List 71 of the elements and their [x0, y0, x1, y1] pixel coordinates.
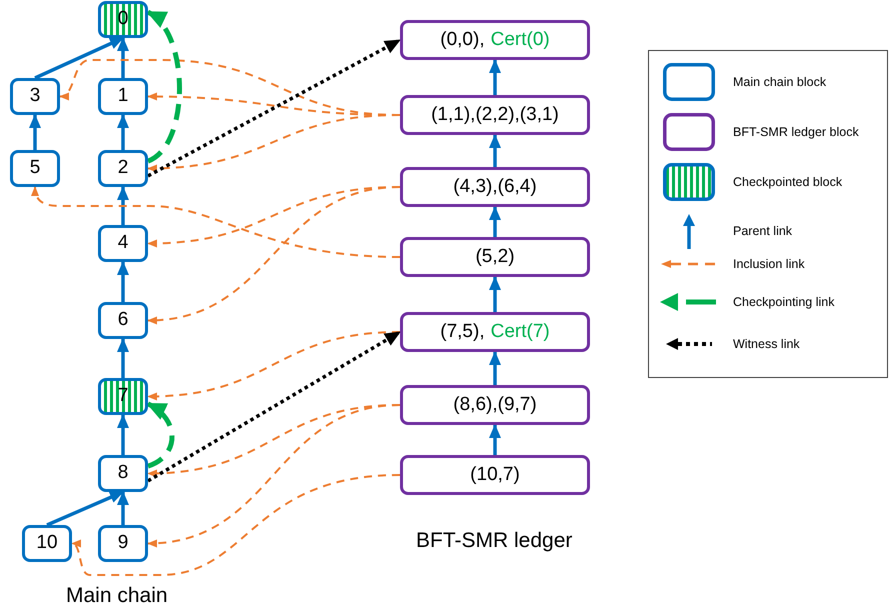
parent-arrow [489, 206, 501, 237]
ledger-block [400, 20, 590, 60]
block-label: 2 [118, 156, 128, 180]
checkpointed-block [98, 378, 148, 415]
block-label: Cert(7) [490, 320, 550, 344]
parent-arrow [34, 36, 124, 80]
parent-arrow [489, 351, 501, 385]
ledger-block [400, 167, 590, 207]
parent-arrow [117, 491, 129, 525]
block-label: (4,3),(6,4) [453, 174, 537, 199]
parent-arrow [489, 59, 501, 95]
inclusion-arrow [147, 114, 400, 172]
legend-label: Checkpointed block [733, 174, 842, 191]
parent-arrow [489, 276, 501, 312]
checkpoint-arrow [146, 402, 174, 468]
block-label: 6 [118, 308, 128, 332]
chain-block [98, 302, 148, 339]
legend-label: BFT-SMR ledger block [733, 124, 859, 141]
ledger-block [400, 237, 590, 277]
ledger-block [400, 385, 590, 425]
parent-arrow [117, 261, 129, 302]
chain-block [10, 78, 60, 115]
inclusion-arrow [147, 404, 400, 547]
block-label: (7,5), [440, 320, 485, 344]
inclusion-arrow [71, 474, 400, 576]
ledger-block [400, 455, 590, 495]
checkpointed-block [98, 1, 148, 38]
parent-arrow [117, 414, 129, 455]
parent-arrow [117, 186, 129, 225]
parent-arrow [29, 114, 41, 150]
witness-arrow [147, 38, 401, 178]
chain-block [98, 225, 148, 262]
parent-arrow [117, 114, 129, 150]
parent-arrow [489, 134, 501, 167]
block-label: 3 [30, 84, 40, 108]
inclusion-arrow [31, 186, 400, 258]
section-title: Main chain [66, 583, 168, 609]
block-label: 5 [30, 156, 40, 180]
legend-label: Witness link [733, 336, 800, 353]
block-label: Cert(0) [490, 28, 550, 52]
block-label: 8 [118, 461, 128, 486]
chain-block [98, 525, 148, 562]
block-label: (10,7) [470, 462, 520, 487]
ledger-block [400, 312, 590, 352]
parent-arrow [489, 424, 501, 455]
parent-arrow [117, 338, 129, 378]
block-label: (0,0), [440, 28, 485, 52]
legend-label: Parent link [733, 222, 792, 240]
checkpoint-arrow [146, 10, 182, 164]
chain-block [98, 150, 148, 187]
block-label: (1,1),(2,2),(3,1) [431, 102, 559, 127]
section-title: BFT-SMR ledger [416, 528, 572, 554]
inclusion-arrow [147, 331, 400, 400]
legend-label: Checkpointing link [733, 294, 834, 311]
chain-block [98, 78, 148, 115]
parent-arrow [46, 490, 124, 527]
block-label: (5,2) [475, 244, 515, 269]
block-label: 1 [118, 84, 128, 108]
parent-arrow [117, 37, 129, 78]
block-label: 10 [36, 531, 58, 556]
chain-block [22, 525, 72, 562]
chain-block [98, 455, 148, 492]
block-label: 9 [118, 531, 128, 556]
inclusion-arrow [147, 186, 400, 324]
legend-label: Main chain block [733, 74, 826, 91]
ledger-block [400, 95, 590, 135]
chain-block [10, 150, 60, 187]
witness-arrow [147, 330, 401, 482]
legend-label: Inclusion link [733, 256, 805, 273]
block-label: 4 [118, 231, 128, 256]
block-label: (8,6),(9,7) [453, 392, 537, 417]
